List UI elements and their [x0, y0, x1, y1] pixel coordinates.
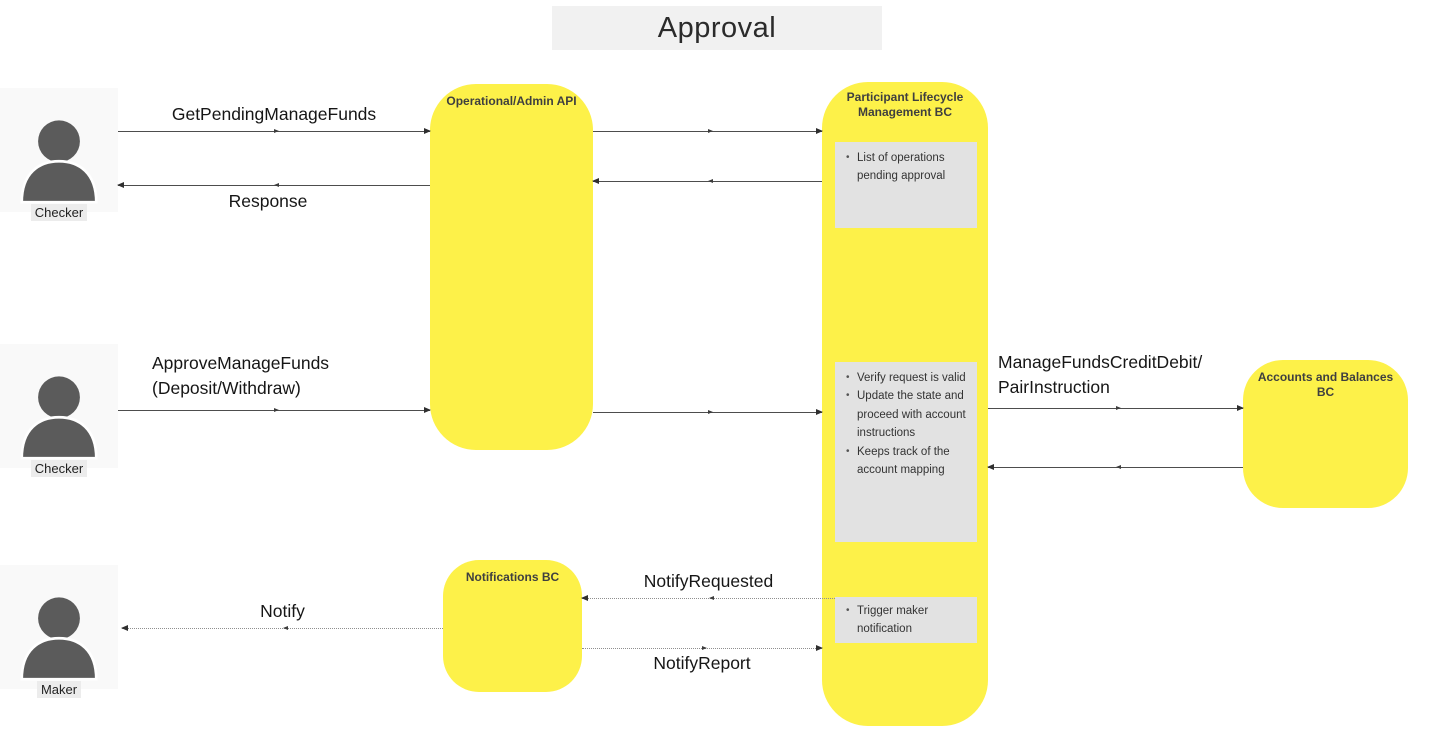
arrow-notify [121, 625, 443, 631]
arrow-notify-requested [581, 595, 835, 601]
note-item: Verify request is valid [846, 369, 971, 387]
box-title: Operational/Admin API [446, 94, 577, 108]
note-item: List of operations pending approval [846, 149, 971, 186]
diagram-title: Approval [552, 6, 882, 50]
arrow-response [117, 182, 430, 188]
actor-label: Checker [0, 204, 118, 222]
actor-label-text: Checker [30, 204, 88, 221]
message-notify-requested: NotifyRequested [643, 571, 774, 591]
note-pending-operations: List of operations pending approval [835, 142, 977, 228]
note-verify-update-track: Verify request is valid Update the state… [835, 362, 977, 542]
message-approve-manage-funds: ApproveManageFunds (Deposit/Withdraw) [152, 353, 330, 399]
arrow-get-pending-manage-funds [118, 128, 431, 134]
arrow-approve-manage-funds [118, 407, 431, 413]
actor-label-text: Maker [36, 681, 82, 698]
person-icon [20, 597, 98, 681]
arrow-manage-funds-credit-debit [988, 405, 1244, 411]
actor-label: Maker [0, 681, 118, 699]
message-manage-funds-credit-debit: ManageFundsCreditDebit/ PairInstruction [998, 352, 1203, 398]
box-notifications-bc: Notifications BC [443, 560, 582, 692]
message-get-pending-manage-funds: GetPendingManageFunds [171, 104, 377, 124]
box-accounts-and-balances-bc: Accounts and Balances BC [1243, 360, 1408, 508]
arrow-anb-to-plm-return [987, 464, 1243, 470]
box-operational-admin-api: Operational/Admin API [430, 84, 593, 450]
message-notify: Notify [260, 601, 305, 621]
arrow-notify-report [582, 645, 823, 651]
box-title: Participant Lifecycle Management BC [846, 90, 964, 119]
arrow-plm-to-api-top [592, 178, 822, 184]
note-item: Update the state and proceed with accoun… [846, 387, 971, 442]
person-icon [20, 376, 98, 460]
actor-checker-middle: Checker [0, 344, 118, 477]
box-title: Accounts and Balances BC [1257, 370, 1394, 399]
person-icon [20, 120, 98, 204]
note-trigger-maker-notification: Trigger maker notification [835, 597, 977, 643]
actor-checker-top: Checker [0, 88, 118, 221]
note-item: Keeps track of the account mapping [846, 443, 971, 480]
note-item: Trigger maker notification [846, 602, 971, 639]
arrow-api-to-plm-top [593, 128, 823, 134]
actor-maker: Maker [0, 565, 118, 698]
message-response: Response [228, 191, 308, 211]
box-title: Notifications BC [465, 570, 560, 584]
actor-label-text: Checker [30, 460, 88, 477]
message-notify-report: NotifyReport [653, 653, 751, 673]
actor-label: Checker [0, 460, 118, 478]
arrow-api-to-plm-middle [593, 409, 823, 415]
